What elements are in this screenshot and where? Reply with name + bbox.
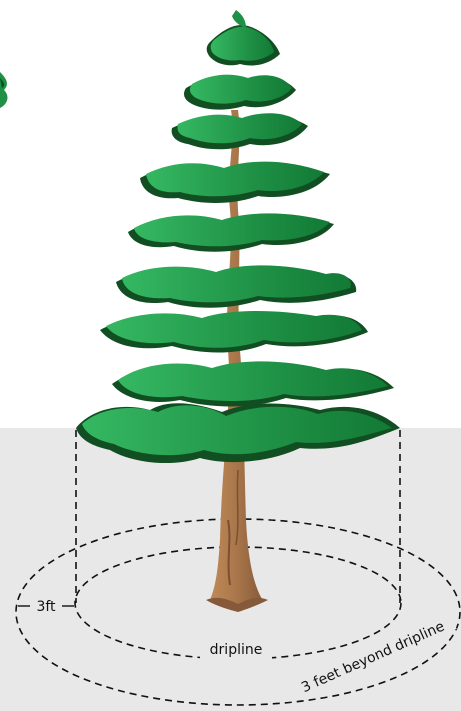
dripline-label: dripline (210, 642, 263, 658)
background-tree-fragment (0, 72, 7, 108)
three-ft-label: 3ft (36, 599, 56, 615)
tree-canopy (76, 10, 400, 463)
